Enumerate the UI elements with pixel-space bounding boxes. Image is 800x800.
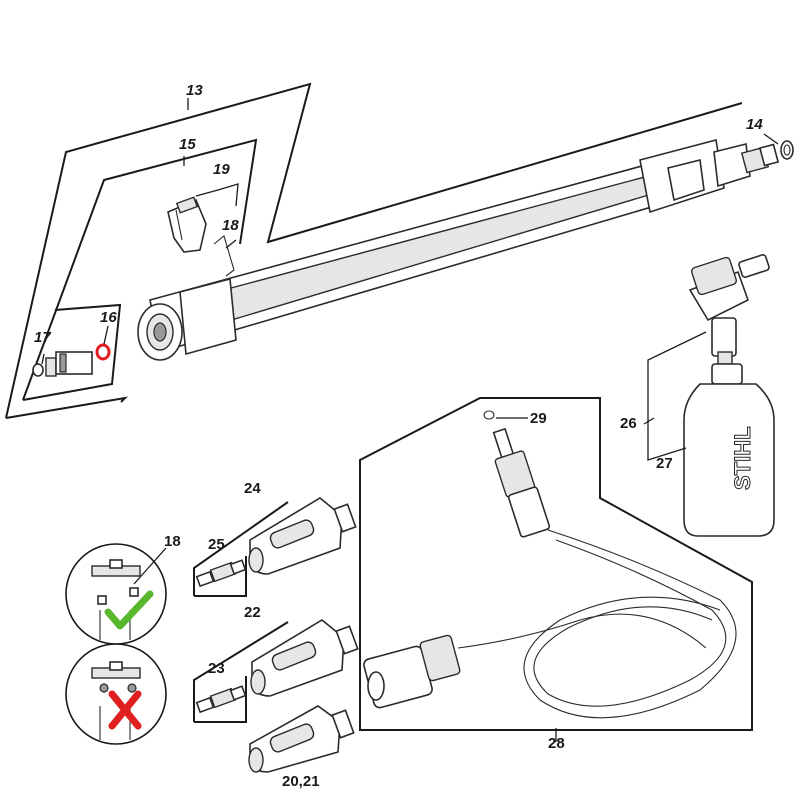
nozzle-part-22 — [250, 619, 359, 697]
nozzle-tip-part-23 — [195, 685, 247, 714]
callout-29: 29 — [530, 410, 547, 427]
callout-26: 26 — [620, 415, 637, 432]
callout-18: 18 — [222, 217, 239, 234]
bottle-brand-logo: STIHL — [730, 426, 755, 490]
callout-18-detail: 18 — [164, 533, 181, 550]
cross-mark-icon — [108, 690, 142, 730]
detail-incorrect-installation — [65, 643, 167, 745]
callout-13: 13 — [186, 82, 203, 99]
callout-17: 17 — [34, 329, 51, 346]
hose-part-28 — [457, 529, 737, 719]
detail-correct-installation — [65, 543, 167, 645]
nozzle-part-17 — [32, 351, 93, 377]
bottle-leaders — [647, 331, 707, 461]
o-ring-part-16 — [95, 343, 111, 361]
nozzle-part-20-21 — [248, 705, 355, 773]
o-ring-part-29 — [483, 410, 495, 420]
hose-fitting-high-pressure — [492, 427, 551, 538]
nozzle-tip-part-25 — [195, 559, 247, 588]
callout-20-21: 20,21 — [282, 773, 320, 790]
lance-tube — [137, 139, 725, 361]
foam-bottle-part-27: STIHL — [683, 363, 775, 537]
callout-25: 25 — [208, 536, 225, 553]
group-13-frame — [5, 82, 743, 419]
callout-24: 24 — [244, 480, 261, 497]
callout-14: 14 — [746, 116, 763, 133]
spring-pin-part-18 — [213, 235, 235, 277]
nozzle-frame-22 — [193, 621, 289, 723]
nozzle-part-24 — [248, 497, 357, 575]
clip-part-19 — [167, 196, 207, 253]
group-15-frame — [22, 138, 258, 401]
callout-22: 22 — [244, 604, 261, 621]
callout-23: 23 — [208, 660, 225, 677]
callout-28: 28 — [548, 735, 565, 752]
callout-19: 19 — [213, 161, 230, 178]
callout-27: 27 — [656, 455, 673, 472]
lance-coupling — [713, 140, 794, 188]
foam-nozzle-part-26 — [688, 254, 770, 365]
callout-leaders — [41, 98, 779, 742]
hose-frame — [359, 397, 753, 731]
check-mark-icon — [104, 590, 154, 630]
detail-leader-18 — [133, 547, 167, 585]
callout-16: 16 — [100, 309, 117, 326]
callout-15: 15 — [179, 136, 196, 153]
hose-fitting-gun — [363, 634, 461, 709]
